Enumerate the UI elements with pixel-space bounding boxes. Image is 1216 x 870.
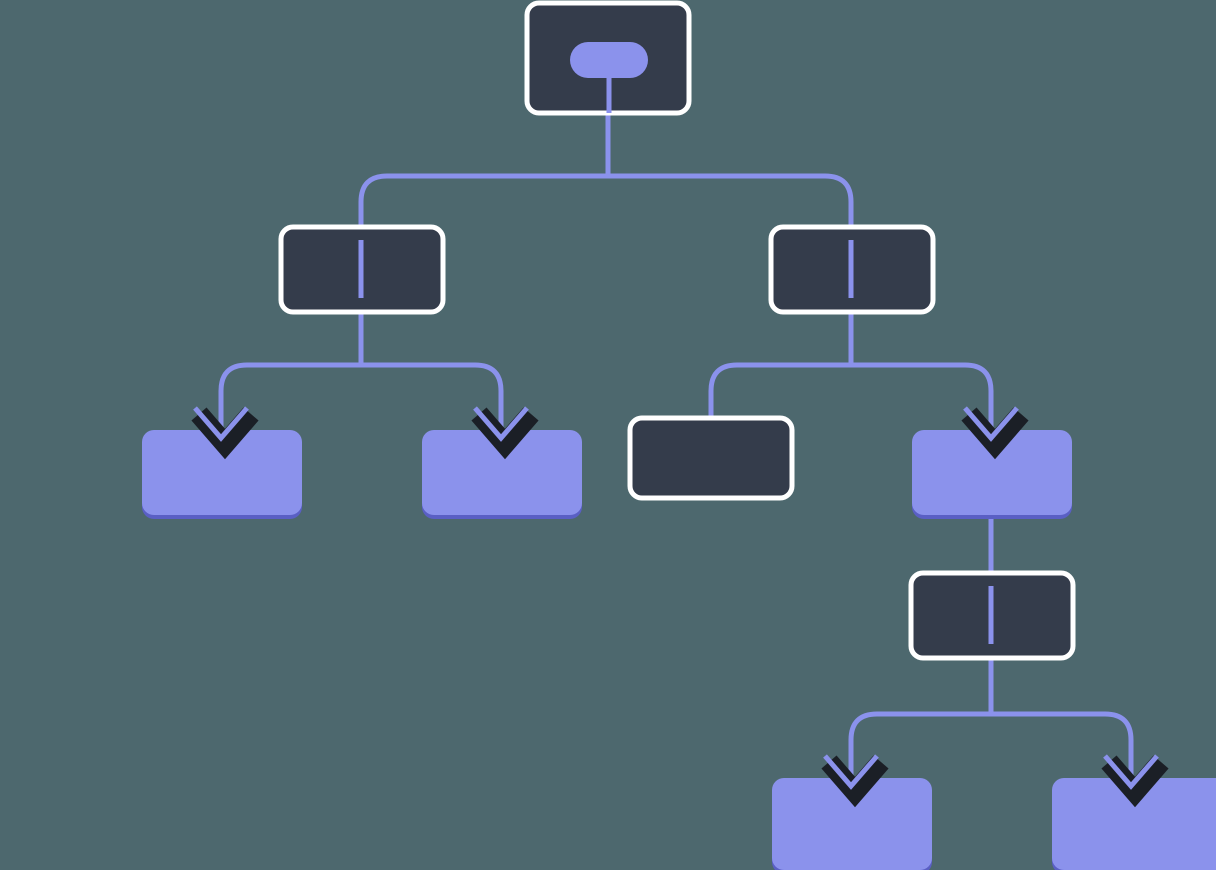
branch-node-bottom[interactable] (908, 570, 1076, 661)
leaf-node-4-body (772, 778, 932, 870)
branch-node-right[interactable] (768, 224, 936, 315)
arrowhead-leaf5-chevron (1103, 754, 1159, 790)
connector-bottom-to-leaf4 (848, 711, 991, 786)
connector-root-to-left (358, 173, 608, 240)
leaf-node-3[interactable] (912, 430, 1072, 519)
arrowhead-leaf2 (471, 406, 539, 460)
plain-node-empty[interactable] (627, 415, 795, 501)
leaf-node-1-body (142, 430, 302, 515)
arrowhead-layer (191, 406, 1169, 808)
arrowhead-leaf3-chevron (963, 406, 1019, 442)
arrowhead-leaf1 (191, 406, 259, 460)
connector-right-to-plain (708, 362, 851, 420)
leaf-node-4[interactable] (772, 778, 932, 870)
plain-node-empty-body (627, 415, 795, 501)
arrowhead-leaf2-chevron (473, 406, 529, 442)
arrowhead-leaf4 (821, 754, 889, 808)
root-pill-marker (570, 42, 648, 78)
leaf-node-1[interactable] (142, 430, 302, 519)
leaf-node-3-body (912, 430, 1072, 515)
arrowhead-leaf5 (1101, 754, 1169, 808)
connector-left-to-leaf2 (361, 362, 504, 438)
connector-right-to-leaf3 (851, 362, 994, 438)
branch-node-left[interactable] (278, 224, 446, 315)
leaf-node-5-body (1052, 778, 1216, 870)
leaf-node-2-body (422, 430, 582, 515)
root-node[interactable] (524, 0, 692, 116)
connector-root-to-right (608, 173, 854, 240)
connector-layer (218, 113, 1134, 786)
leaf-node-5[interactable] (1052, 778, 1216, 870)
connector-bottom-to-leaf5 (991, 711, 1134, 786)
arrowhead-leaf4-chevron (823, 754, 879, 790)
leaf-node-2[interactable] (422, 430, 582, 519)
arrowhead-leaf1-chevron (193, 406, 249, 442)
arrowhead-leaf3 (961, 406, 1029, 460)
connector-left-to-leaf1 (218, 362, 361, 438)
node-layer (142, 0, 1216, 870)
